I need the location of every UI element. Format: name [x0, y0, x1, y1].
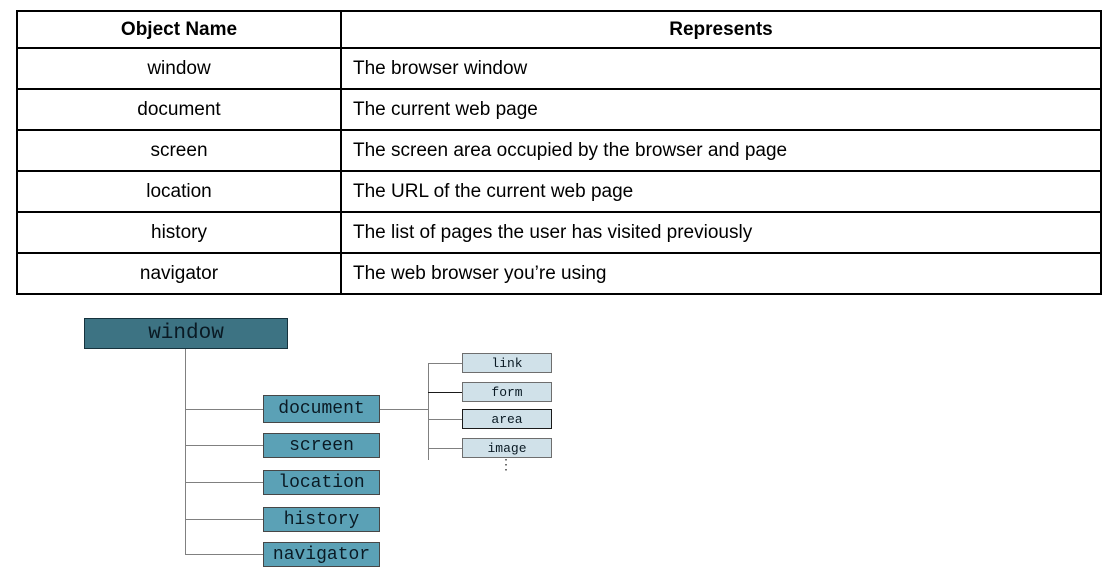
connector-trunk-document — [428, 363, 429, 460]
connector-branch-navigator — [185, 554, 263, 555]
connector-branch-history — [185, 519, 263, 520]
table-row: history The list of pages the user has v… — [16, 211, 1102, 254]
connector-branch-form — [428, 392, 462, 393]
more-items-ellipsis: ⋮ — [499, 458, 513, 474]
object-name-cell: history — [16, 211, 342, 254]
table-row: location The URL of the current web page — [16, 170, 1102, 213]
represents-cell: The browser window — [340, 47, 1102, 90]
connector-branch-location — [185, 482, 263, 483]
object-name-cell: window — [16, 47, 342, 90]
column-header-represents: Represents — [340, 10, 1102, 49]
connector-document-out — [380, 409, 428, 410]
table-row: screen The screen area occupied by the b… — [16, 129, 1102, 172]
object-name-cell: location — [16, 170, 342, 213]
diagram-node-area: area — [462, 409, 552, 429]
represents-cell: The current web page — [340, 88, 1102, 131]
table-row: window The browser window — [16, 47, 1102, 90]
connector-trunk-window — [185, 349, 186, 555]
diagram-node-image: image — [462, 438, 552, 458]
diagram-node-window: window — [84, 318, 288, 349]
object-name-cell: screen — [16, 129, 342, 172]
diagram-node-screen: screen — [263, 433, 380, 458]
represents-cell: The list of pages the user has visited p… — [340, 211, 1102, 254]
table-row: document The current web page — [16, 88, 1102, 131]
diagram-node-location: location — [263, 470, 380, 495]
column-header-object-name: Object Name — [16, 10, 342, 49]
connector-branch-area — [428, 419, 462, 420]
object-table: Object Name Represents window The browse… — [16, 10, 1102, 295]
diagram-node-form: form — [462, 382, 552, 402]
connector-branch-image — [428, 448, 462, 449]
represents-cell: The URL of the current web page — [340, 170, 1102, 213]
table-header-row: Object Name Represents — [16, 10, 1102, 49]
object-name-cell: navigator — [16, 252, 342, 295]
connector-branch-screen — [185, 445, 263, 446]
diagram-node-navigator: navigator — [263, 542, 380, 567]
represents-cell: The web browser you’re using — [340, 252, 1102, 295]
object-name-cell: document — [16, 88, 342, 131]
diagram-node-link: link — [462, 353, 552, 373]
diagram-node-document: document — [263, 395, 380, 423]
connector-branch-document — [185, 409, 263, 410]
diagram-node-history: history — [263, 507, 380, 532]
connector-branch-link — [428, 363, 462, 364]
table-row: navigator The web browser you’re using — [16, 252, 1102, 295]
represents-cell: The screen area occupied by the browser … — [340, 129, 1102, 172]
